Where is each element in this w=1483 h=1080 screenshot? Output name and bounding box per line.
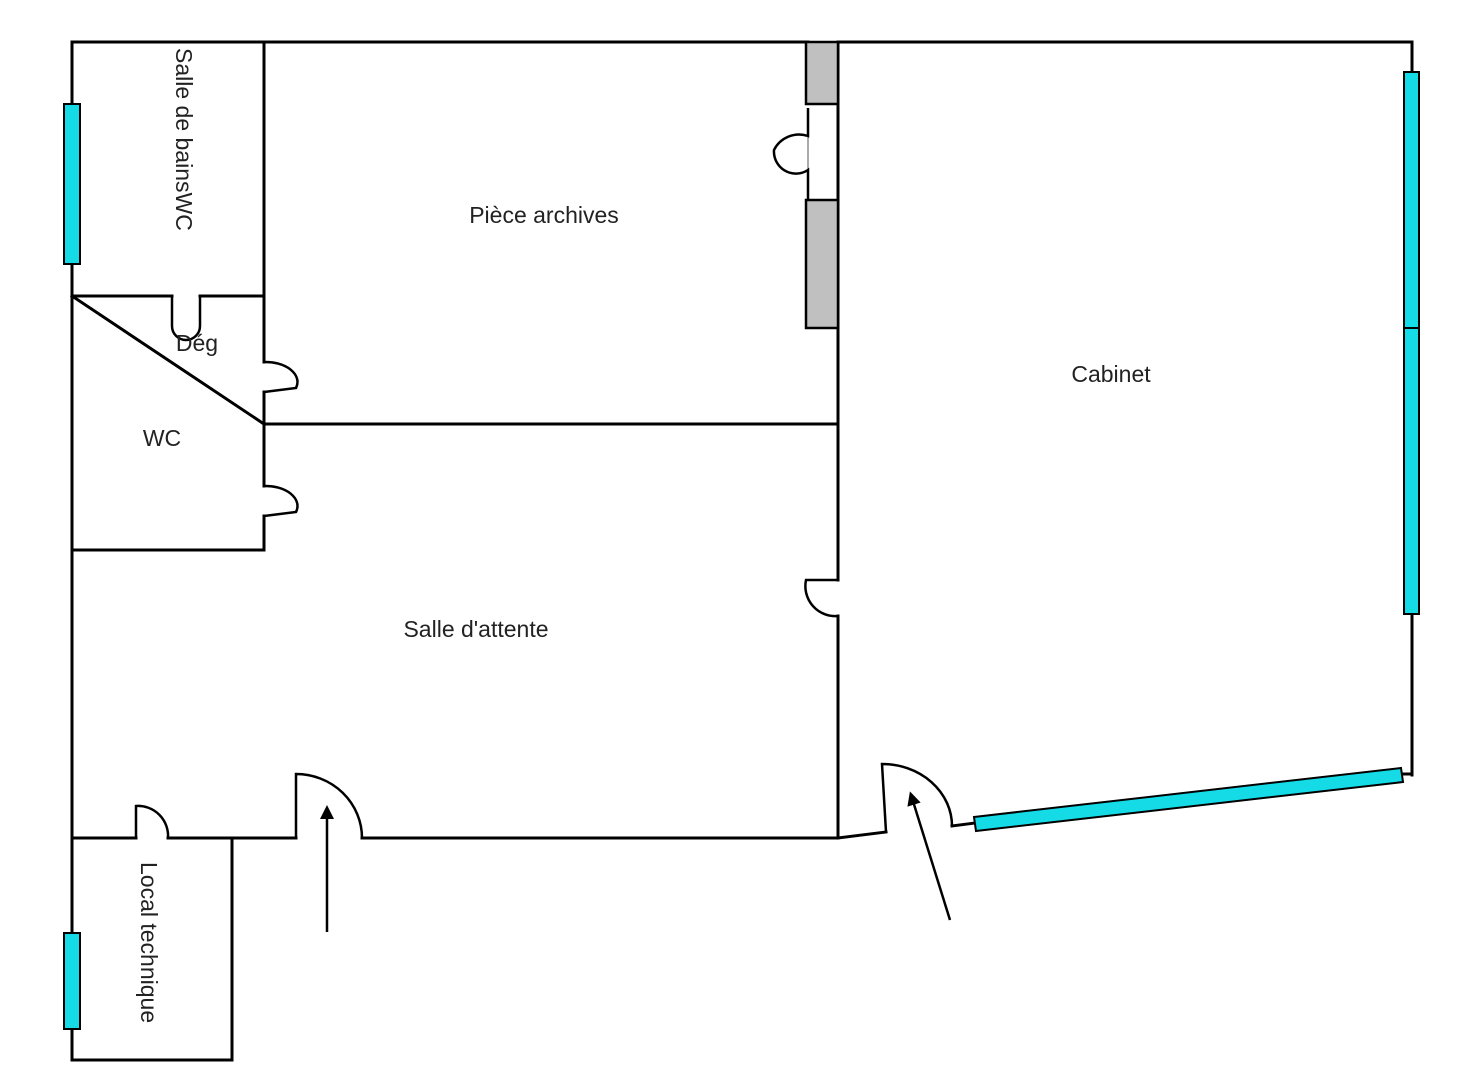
room-labels: Salle de bainsWC Pièce archives Cabinet …: [136, 48, 1151, 1023]
arrow-up-icon: [907, 791, 952, 921]
pillar-top: [804, 40, 840, 106]
label-salle-de-bains: Salle de bainsWC: [171, 48, 197, 231]
doors: [134, 108, 954, 839]
window-cabinet-upper: [1403, 71, 1420, 329]
door-arc-icon: [263, 360, 299, 394]
door-arc-icon: [772, 108, 810, 200]
label-salle-attente: Salle d'attente: [403, 616, 548, 642]
window-cabinet-bottom: [972, 766, 1405, 833]
label-wc: WC: [143, 425, 181, 451]
door-arc-icon: [263, 484, 299, 518]
label-cabinet: Cabinet: [1071, 361, 1151, 387]
window-cabinet-lower: [1403, 327, 1420, 615]
door-arc-icon: [294, 772, 364, 839]
label-deg: Dég: [176, 330, 218, 356]
window-local-technique: [63, 932, 81, 1030]
window-bathroom: [63, 103, 81, 265]
label-piece-archives: Pièce archives: [469, 202, 619, 228]
windows: [63, 71, 1420, 1030]
door-arc-icon: [804, 578, 839, 618]
label-local-technique: Local technique: [136, 862, 162, 1023]
door-arc-icon: [880, 762, 954, 833]
door-arc-icon: [170, 296, 202, 342]
outer-walls: [70, 40, 1414, 1062]
pillar-middle: [804, 198, 840, 330]
pillars: [804, 40, 840, 330]
door-arc-icon: [134, 804, 170, 839]
entrance-arrows: [320, 791, 952, 932]
